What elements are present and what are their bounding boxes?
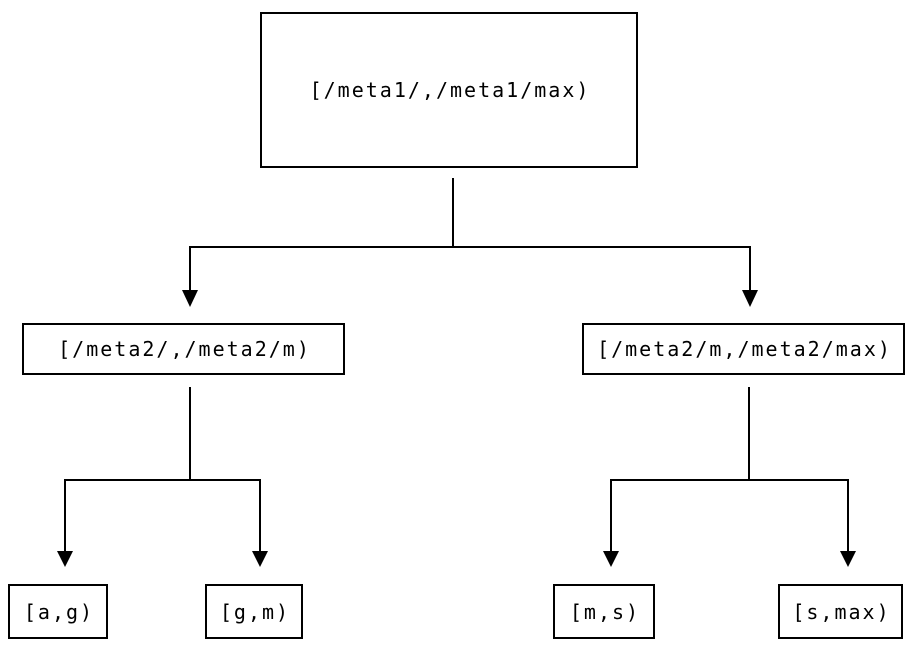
node-label: [/meta2/m,/meta2/max): [597, 337, 892, 361]
node-left-subrange: [/meta2/,/meta2/m): [22, 323, 345, 375]
node-root-interval: [/meta1/,/meta1/max): [260, 12, 638, 168]
arrowhead-icon: [252, 551, 268, 567]
edge-left-mid-to-children: [57, 387, 268, 567]
arrowhead-icon: [603, 551, 619, 567]
node-leaf-smax: [s,max): [778, 584, 903, 639]
connector-line: [64, 479, 261, 552]
arrowhead-icon: [742, 290, 758, 307]
node-label: [s,max): [792, 599, 891, 624]
node-label: [/meta1/,/meta1/max): [309, 78, 591, 102]
node-label: [a,g): [23, 599, 95, 624]
node-leaf-ms: [m,s): [553, 584, 655, 639]
node-leaf-gm: [g,m): [205, 584, 303, 639]
arrowhead-icon: [840, 551, 856, 567]
arrowhead-icon: [182, 290, 198, 307]
node-label: [m,s): [569, 599, 641, 624]
node-leaf-ag: [a,g): [8, 584, 108, 639]
edge-root-to-children: [182, 178, 758, 307]
edge-right-mid-to-children: [603, 387, 856, 567]
arrowhead-icon: [57, 551, 73, 567]
node-right-subrange: [/meta2/m,/meta2/max): [582, 323, 905, 375]
connector-line: [189, 246, 751, 291]
connector-line: [610, 479, 849, 552]
node-label: [/meta2/,/meta2/m): [58, 337, 311, 361]
node-label: [g,m): [219, 599, 291, 624]
